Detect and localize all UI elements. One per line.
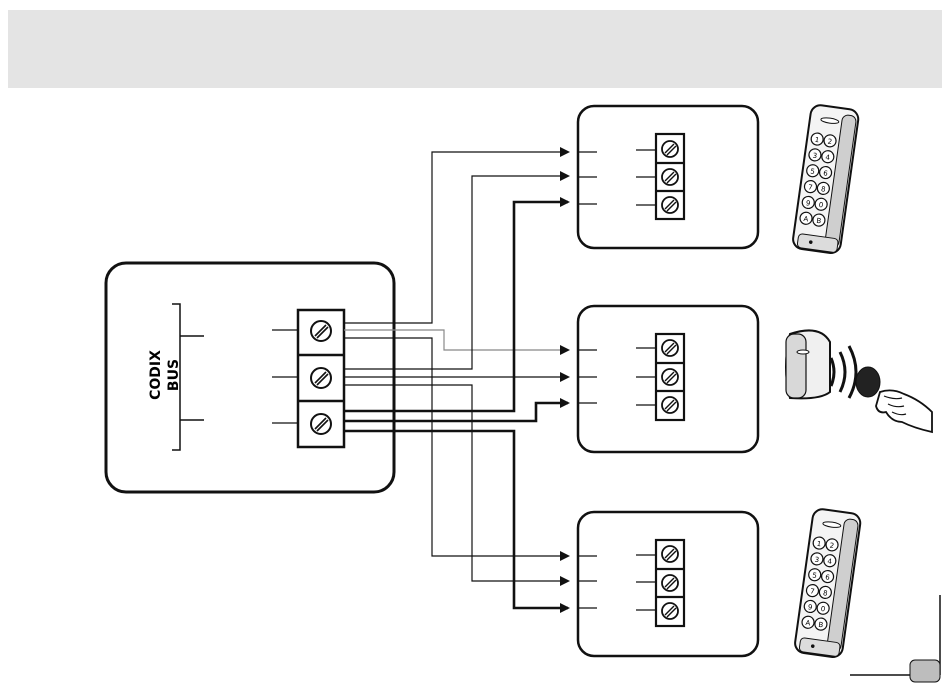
page-marker <box>850 595 940 682</box>
reader-module-middle <box>578 306 758 452</box>
reader-module-bottom <box>578 512 758 656</box>
controller-screw-3 <box>311 414 331 434</box>
controller-screw-1 <box>311 321 331 341</box>
controller-terminal-block <box>298 310 344 447</box>
bus-label-line2: BUS <box>166 359 182 391</box>
proximity-reader-icon <box>786 330 932 432</box>
bus-label-line1: CODIX <box>148 350 164 400</box>
reader-module-top <box>578 106 758 248</box>
controller-screw-2 <box>311 368 331 388</box>
